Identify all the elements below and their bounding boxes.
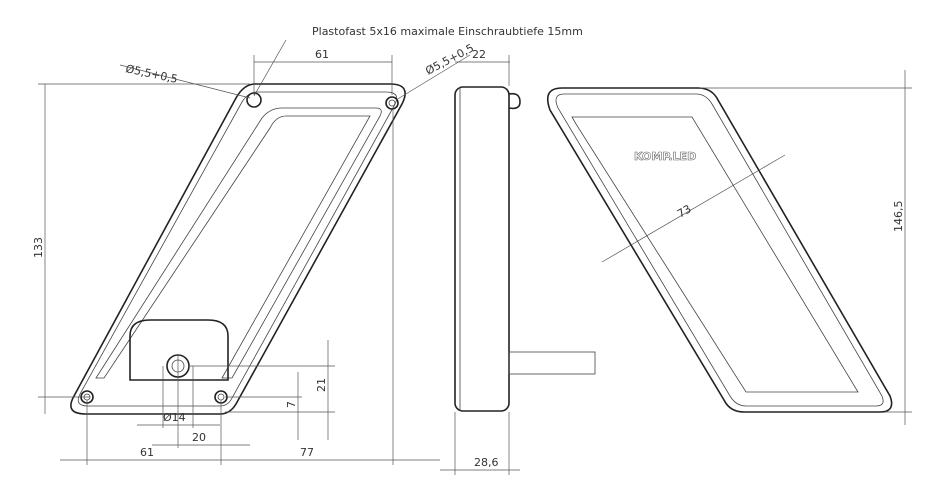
dim-7: 7 (285, 401, 298, 408)
dim-bottom-right: 77 (300, 446, 314, 459)
dim-bottom-left: 61 (140, 446, 154, 459)
dim-depth-top: 22 (472, 48, 486, 61)
brand-logo: KOMP.LED (634, 150, 696, 163)
dim-21: 21 (315, 378, 328, 392)
dim-diameter: Ø14 (163, 411, 186, 424)
screw-hole-icon (246, 92, 262, 108)
front-view: KOMP.LED (546, 87, 893, 413)
side-view (454, 86, 596, 412)
dimensions: Plastofast 5x16 maximale Einschraubtiefe… (32, 25, 912, 475)
dim-lens-width: 73 (675, 202, 694, 220)
screw-note: Plastofast 5x16 maximale Einschraubtiefe… (312, 25, 583, 38)
dim-height-right: 146,5 (892, 201, 905, 233)
hole-dim-left: Ø5,5+0,5 (124, 62, 178, 86)
dim-hole-spacing: 20 (192, 431, 206, 444)
connector-housing (129, 319, 229, 381)
hole-dim-right: Ø5,5+0,5 (423, 41, 476, 77)
back-view (70, 83, 406, 415)
dim-height-left: 133 (32, 237, 45, 258)
dim-depth-bottom: 28,6 (474, 456, 499, 469)
dim-top-width: 61 (315, 48, 329, 61)
